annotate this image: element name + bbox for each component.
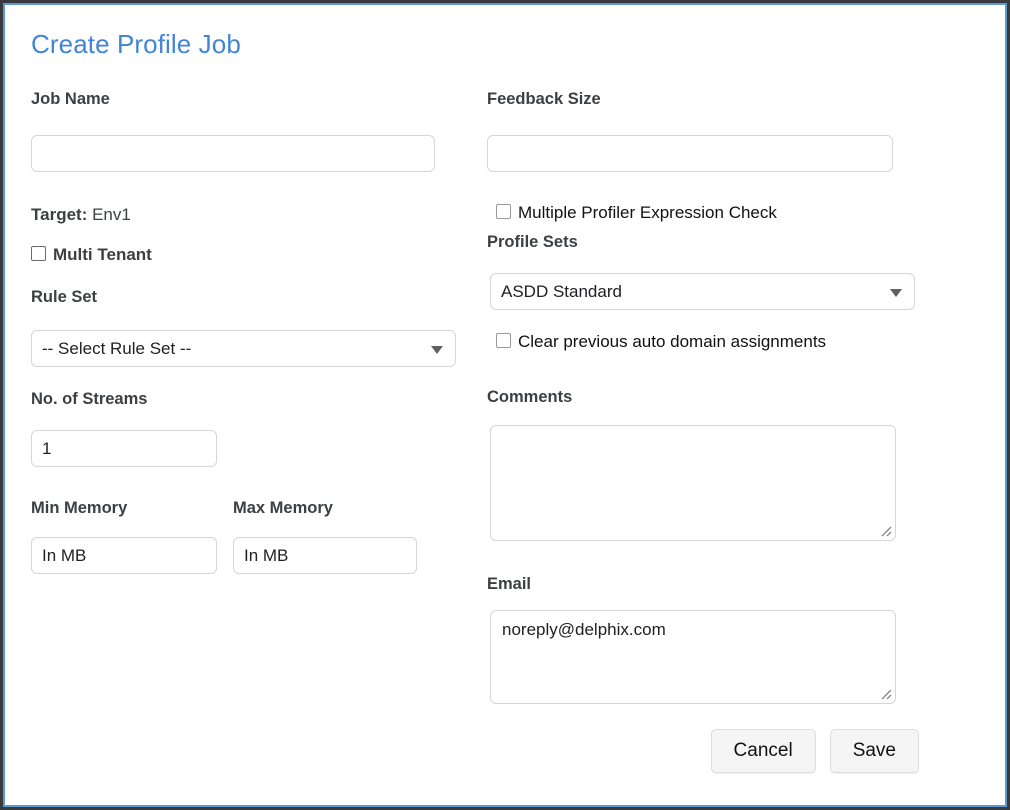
resize-grip-icon bbox=[881, 526, 892, 537]
clear-previous-auto-domain-assignments-row[interactable]: Clear previous auto domain assignments bbox=[496, 333, 826, 350]
rule-set-label: Rule Set bbox=[31, 288, 98, 306]
rule-set-select[interactable]: -- Select Rule Set -- bbox=[31, 330, 456, 367]
no-of-streams-label: No. of Streams bbox=[31, 390, 148, 408]
profile-sets-select[interactable]: ASDD Standard bbox=[490, 273, 915, 310]
profile-sets-selected-value: ASDD Standard bbox=[501, 281, 622, 301]
min-memory-input[interactable] bbox=[31, 537, 217, 574]
comments-textarea[interactable] bbox=[490, 425, 896, 541]
save-button[interactable]: Save bbox=[829, 729, 919, 773]
feedback-size-label: Feedback Size bbox=[487, 90, 601, 108]
multiple-profiler-expression-check-checkbox[interactable] bbox=[496, 204, 511, 219]
no-of-streams-input[interactable] bbox=[31, 430, 217, 467]
resize-grip-icon bbox=[881, 689, 892, 700]
rule-set-selected-value: -- Select Rule Set -- bbox=[42, 338, 192, 358]
feedback-size-input[interactable] bbox=[487, 135, 893, 172]
comments-label: Comments bbox=[487, 388, 573, 406]
multiple-profiler-expression-check-label: Multiple Profiler Expression Check bbox=[518, 203, 777, 222]
chevron-down-icon bbox=[890, 288, 902, 297]
dialog-footer: Cancel Save bbox=[5, 729, 1005, 773]
chevron-down-icon bbox=[431, 345, 443, 354]
clear-previous-auto-domain-assignments-label: Clear previous auto domain assignments bbox=[518, 332, 827, 351]
max-memory-input[interactable] bbox=[233, 537, 417, 574]
max-memory-label: Max Memory bbox=[233, 499, 333, 517]
clear-previous-auto-domain-assignments-checkbox[interactable] bbox=[496, 333, 511, 348]
profile-sets-label: Profile Sets bbox=[487, 233, 578, 251]
multi-tenant-checkbox[interactable] bbox=[31, 246, 46, 261]
min-memory-label: Min Memory bbox=[31, 499, 128, 517]
multi-tenant-row[interactable]: Multi Tenant bbox=[31, 246, 152, 263]
job-name-label: Job Name bbox=[31, 90, 110, 108]
target-value: Env1 bbox=[92, 205, 131, 224]
email-value: noreply@delphix.com bbox=[502, 620, 666, 639]
target-label: Target: bbox=[31, 205, 88, 224]
multi-tenant-label: Multi Tenant bbox=[53, 245, 152, 264]
create-profile-job-dialog: Create Profile Job Job Name Target: Env1… bbox=[3, 3, 1007, 807]
job-name-input[interactable] bbox=[31, 135, 435, 172]
dialog-title: Create Profile Job bbox=[31, 29, 241, 59]
target-info: Target: Env1 bbox=[31, 205, 131, 225]
email-label: Email bbox=[487, 575, 532, 593]
email-textarea[interactable]: noreply@delphix.com bbox=[490, 610, 896, 704]
cancel-button[interactable]: Cancel bbox=[710, 729, 816, 773]
multiple-profiler-expression-check-row[interactable]: Multiple Profiler Expression Check bbox=[496, 204, 777, 221]
